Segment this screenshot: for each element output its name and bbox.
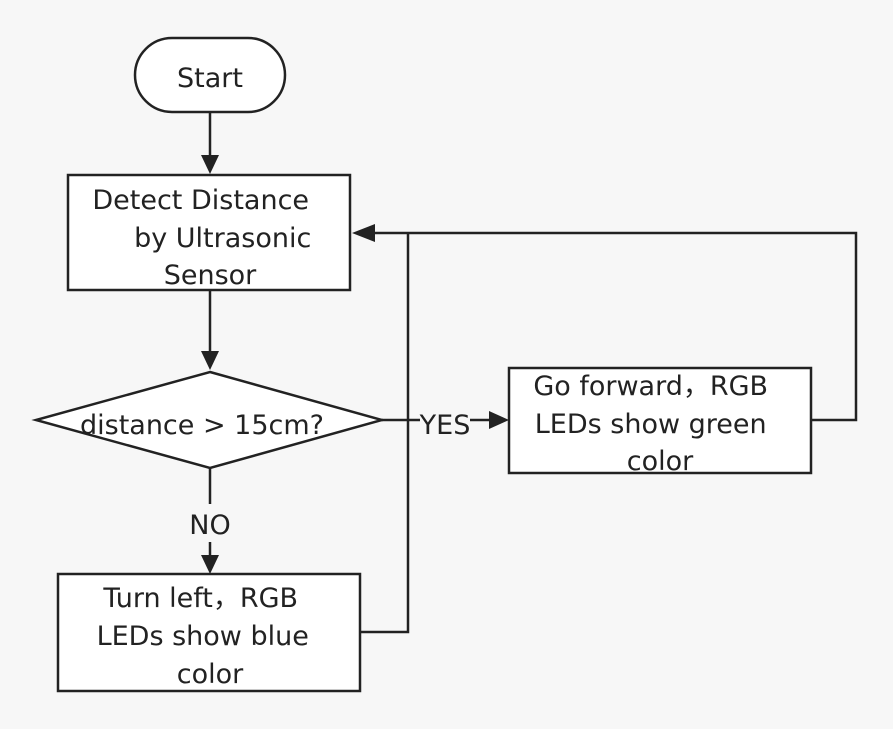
detect-distance-line-2: by Ultrasonic xyxy=(134,223,311,254)
arrowhead-left-icon xyxy=(352,224,375,242)
detect-distance-node[interactable]: Detect Distance by Ultrasonic Sensor xyxy=(66,173,352,292)
distance-decision-label: distance > 15cm? xyxy=(80,410,324,441)
distance-decision-node[interactable]: distance > 15cm? xyxy=(31,370,387,470)
turn-left-node[interactable]: Turn left，RGB LEDs show blue color xyxy=(56,572,362,693)
edge-left-loop-line xyxy=(360,233,410,634)
arrowhead-right-icon xyxy=(489,411,509,429)
detect-distance-line-3: Sensor xyxy=(164,260,257,291)
edge-start-to-detect xyxy=(201,112,219,174)
edge-yes: YES xyxy=(382,410,509,441)
arrowhead-down-icon xyxy=(201,555,219,574)
go-forward-line-3: color xyxy=(627,446,694,477)
edge-detect-to-decision xyxy=(201,290,219,370)
start-node[interactable]: Start xyxy=(133,36,287,114)
edge-forward-loop-line xyxy=(372,231,858,422)
no-label: NO xyxy=(189,510,230,541)
go-forward-line-2: LEDs show green xyxy=(535,409,767,440)
go-forward-label: Go forward，RGB LEDs show green color xyxy=(533,371,776,477)
distance-decision-line: distance > 15cm? xyxy=(80,410,324,441)
edge-no: NO xyxy=(189,468,231,574)
detect-distance-line-1: Detect Distance xyxy=(92,185,309,216)
start-label: Start xyxy=(177,63,243,94)
turn-left-line-1: Turn left，RGB xyxy=(102,583,298,614)
edge-forward-loop xyxy=(352,224,858,422)
edge-left-loop xyxy=(360,233,410,634)
yes-label: YES xyxy=(419,410,471,441)
turn-left-line-3: color xyxy=(177,659,244,690)
detect-distance-label: Detect Distance by Ultrasonic Sensor xyxy=(92,185,320,291)
arrowhead-down-icon xyxy=(201,351,219,370)
detect-distance-shape xyxy=(66,173,352,292)
go-forward-line-1: Go forward，RGB xyxy=(533,371,768,402)
go-forward-node[interactable]: Go forward，RGB LEDs show green color xyxy=(507,366,813,477)
turn-left-shape xyxy=(56,572,362,693)
arrowhead-down-icon xyxy=(201,155,219,174)
go-forward-shape xyxy=(507,366,813,475)
start-label-line: Start xyxy=(177,63,243,94)
turn-left-line-2: LEDs show blue xyxy=(97,621,309,652)
turn-left-label: Turn left，RGB LEDs show blue color xyxy=(97,583,318,690)
